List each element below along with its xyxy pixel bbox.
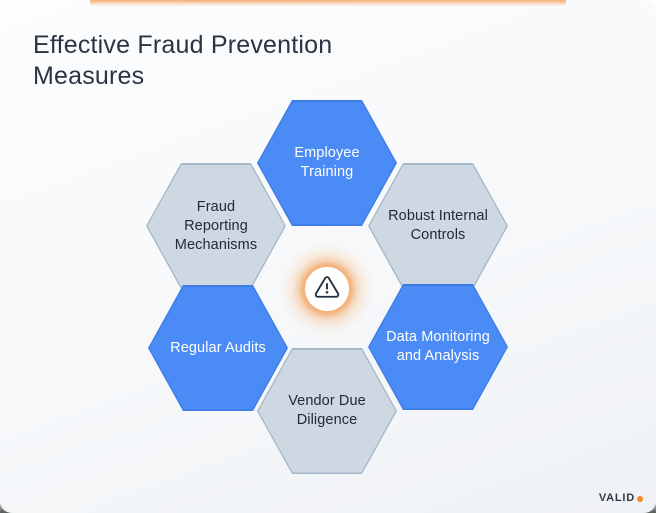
hexagon-label: Employee Training [294,145,360,180]
hexagon-fraud-reporting-mechanisms: Fraud Reporting Mechanisms [146,163,286,289]
center-glow [277,239,377,339]
hexagon-label: Vendor Due Diligence [288,393,366,428]
hexagon-vendor-due-diligence: Vendor Due Diligence [257,348,397,474]
hexagon-label: Robust Internal Controls [388,208,488,243]
hexagon-label: Data Monitoring and Analysis [386,329,490,364]
warning-triangle-icon [314,274,340,305]
center-circle [305,267,349,311]
hexagon-fill [369,285,507,409]
hexagon-fill [258,101,396,225]
logo-text: VALID [598,492,635,504]
hexagon-regular-audits: Regular Audits [148,285,288,411]
hexagon-robust-internal-controls: Robust Internal Controls [368,163,508,289]
hexagon-label: Fraud Reporting Mechanisms [174,198,258,253]
hexagon-fill [369,164,507,288]
logo-dot-icon [637,496,643,502]
page-title: Effective Fraud Prevention Measures [33,31,333,90]
hexagon-data-monitoring-and-analysis: Data Monitoring and Analysis [368,284,508,410]
top-accent-bar [90,0,566,6]
hexagon-employee-training: Employee Training [257,100,397,226]
hexagon-fill [258,349,396,473]
hexagon-label: Regular Audits [170,339,266,356]
logo: VALID [599,492,643,504]
